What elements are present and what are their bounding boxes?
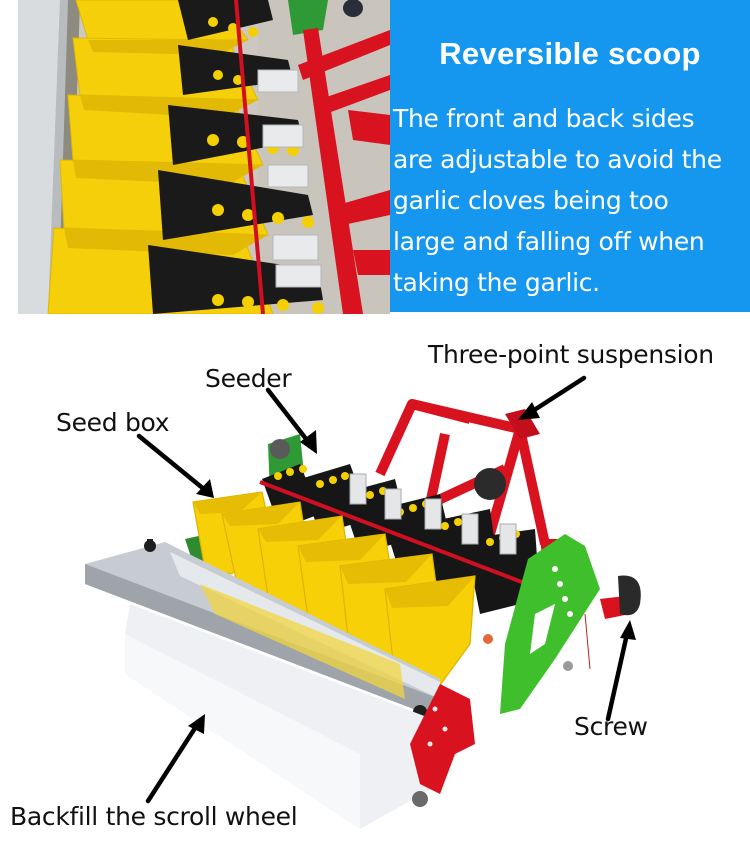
seeder-label: Seeder [205,364,292,393]
feature-description-line: large and falling off when [393,227,705,256]
feature-description-line: garlic cloves being too [393,186,669,215]
feature-description: The front and back sides are adjustable … [393,98,748,303]
feature-description-line: taking the garlic. [393,268,600,297]
garlic-planter-svg [85,375,641,829]
feature-description-line: The front and back sides [393,104,695,133]
backfill-arrow-line [145,722,200,804]
seedbox-arrow-line [136,433,208,493]
screw-arrow-line [605,631,630,722]
suspension-arrow-line [525,375,587,417]
seed-box-closeup-illustration [18,0,390,314]
garlic-planter-illustration [0,314,750,850]
feature-panel: Reversible scoop The front and back side… [390,0,750,312]
machine-diagram: Three-point suspension Seeder Seed box S… [0,314,750,850]
feature-title: Reversible scoop [439,36,701,71]
seed-box-closeup-photo [18,0,390,314]
backfill-scroll-wheel-label: Backfill the scroll wheel [10,802,298,831]
seed-box-label: Seed box [56,408,170,437]
feature-description-line: are adjustable to avoid the [393,145,722,174]
seeder-arrow-line [265,387,313,447]
top-section: Reversible scoop The front and back side… [0,0,750,314]
three-point-suspension-label: Three-point suspension [428,340,714,369]
suspension-arrowhead [518,402,540,420]
screw-label: Screw [574,712,648,741]
